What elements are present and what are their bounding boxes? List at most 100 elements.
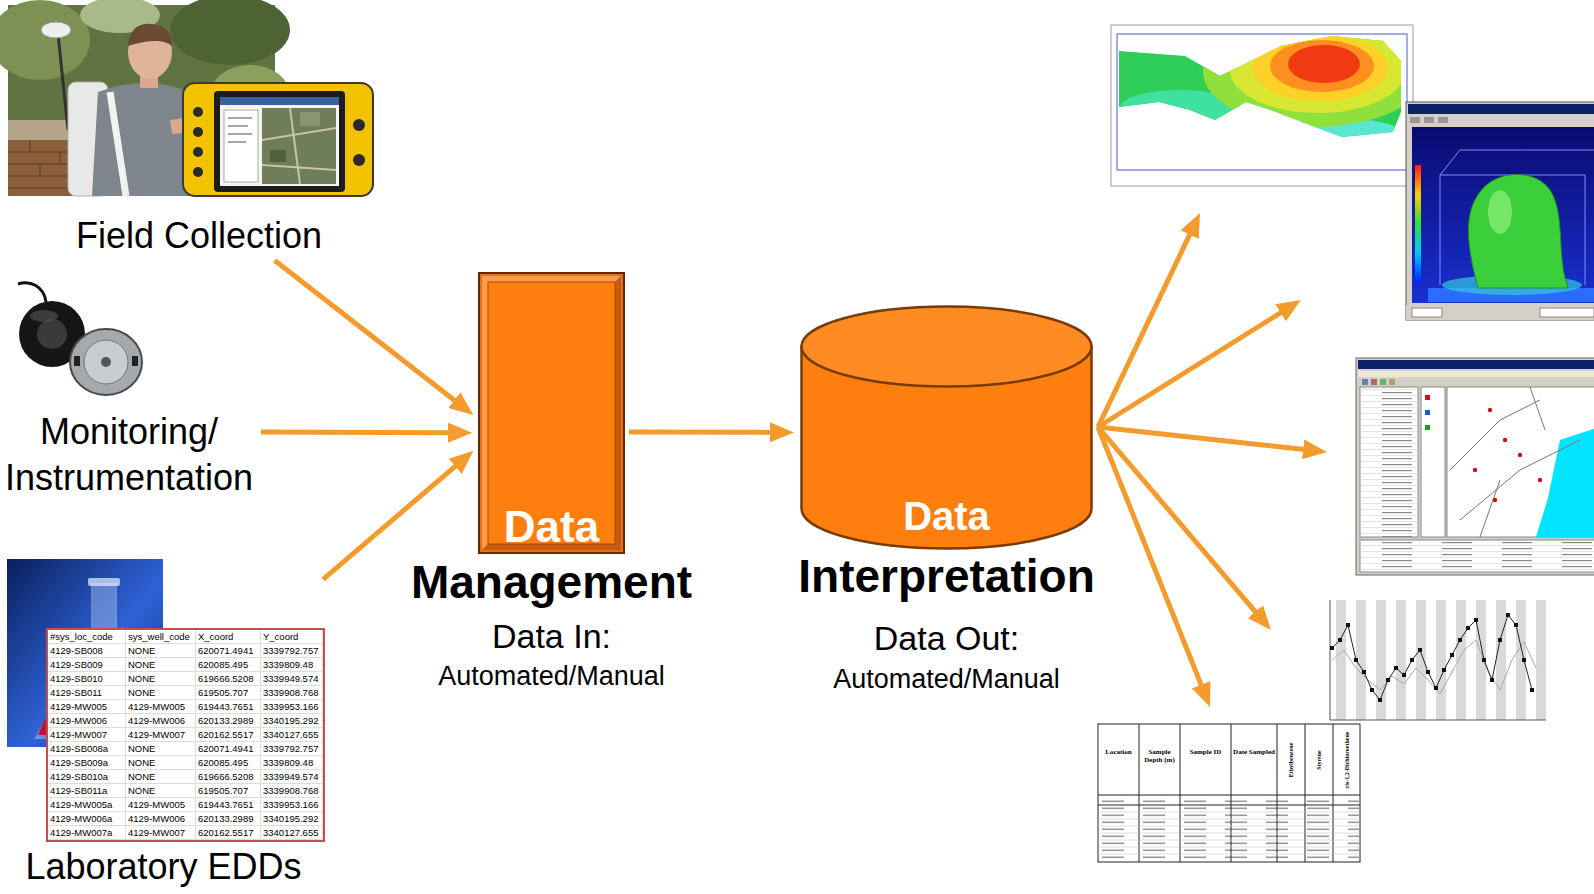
header-text: Styrene [1316, 750, 1323, 770]
cell-text: NONE [126, 756, 195, 770]
gis-software-window [1389, 379, 1395, 385]
gis-software-window [1425, 425, 1430, 430]
text-holder: Laboratory EDDs [25, 846, 301, 887]
gis-software-window [1371, 379, 1377, 385]
time-series-chart [1396, 600, 1406, 720]
table-cell: NONE [126, 644, 196, 658]
table-cell: 3339953.166 [261, 700, 323, 714]
cell-text: 3339908.768 [261, 686, 322, 700]
contour-map [1230, 27, 1406, 113]
table-cell: 620085.495 [196, 756, 261, 770]
cell-text: 619666.5208 [196, 672, 260, 686]
table-cell: NONE [126, 686, 196, 700]
gis-software-window [1503, 438, 1507, 442]
time-series-chart [1436, 600, 1446, 720]
process-box: DataManagementData In:Automated/Manual [478, 272, 625, 554]
header-text: cis-1,2-Dichloroethene [1343, 731, 1350, 788]
table-header: Location [1098, 748, 1139, 756]
plume-3d-window [1410, 117, 1420, 123]
table-cell: 4129-SB010 [48, 672, 126, 686]
cell-text: 4129-MW007a [48, 826, 125, 840]
cell-text: X_coord [196, 630, 260, 644]
cell-text: 4129-MW007 [126, 826, 195, 840]
contour-map [1203, 17, 1427, 127]
plume-3d-window [1438, 117, 1448, 123]
contour-map [1270, 40, 1374, 92]
header-text: Date Sampled [1231, 748, 1277, 756]
field-photo [0, 0, 90, 80]
table-cell: 4129-MW006 [126, 714, 196, 728]
cell-text: 620071.4941 [196, 644, 260, 658]
field-tablet [300, 112, 320, 126]
plume-3d-window [1406, 102, 1594, 320]
time-series-chart [1332, 640, 1536, 694]
gis-software-window [1425, 410, 1430, 415]
cell-text: 3339908.768 [261, 784, 322, 798]
table-cell: 4129-SB008a [48, 742, 126, 756]
gis-software-window [1356, 358, 1594, 575]
monitoring-instrument [70, 329, 142, 395]
time-series-chart [1312, 595, 1546, 732]
cell-text: 619443.7651 [196, 798, 260, 812]
contour-map [1288, 45, 1360, 83]
source-caption: Monitoring/ Instrumentation [1, 409, 257, 501]
cell-text: 620133.2989 [196, 812, 260, 826]
field-tablet [183, 83, 373, 196]
cell-text: 4129-MW006 [48, 714, 125, 728]
table-cell: NONE [126, 658, 196, 672]
results-table [1098, 795, 1360, 862]
monitoring-instrument [37, 319, 67, 349]
time-series-chart [1336, 600, 1346, 720]
cell-text: 4129-SB008 [48, 644, 125, 658]
cell-text: 4129-SB009 [48, 658, 125, 672]
node-text: Automated/Manual [833, 664, 1060, 695]
cell-text: NONE [126, 784, 195, 798]
flow-arrow [261, 430, 452, 436]
gis-software-window [1360, 540, 1594, 572]
node-caption: Field Collection [76, 214, 322, 258]
table-cell: 620071.4941 [196, 742, 261, 756]
table-cell: 3340127.655 [261, 826, 323, 840]
cell-text: NONE [126, 742, 195, 756]
time-series-chart [1330, 720, 1546, 721]
table-cell: 4129-MW007 [126, 728, 196, 742]
flow-arrow [275, 260, 458, 402]
table-cell: NONE [126, 756, 196, 770]
cell-text: 4129-SB011a [48, 784, 125, 798]
table-cell: 3339792.757 [261, 644, 323, 658]
table-header: Ethylbenzene [1288, 742, 1295, 777]
table-cell: 620133.2989 [196, 812, 261, 826]
monitoring-instrument [132, 356, 138, 366]
gis-software-window [1356, 358, 1594, 575]
cell-text: Y_coord [261, 630, 322, 644]
monitoring-instrument [19, 301, 85, 367]
gis-software-window [1360, 540, 1594, 572]
cell-text: 620071.4941 [196, 742, 260, 756]
cell-text: NONE [126, 770, 195, 784]
contour-map [1111, 17, 1427, 186]
cell-text: 620085.495 [196, 658, 260, 672]
node-text: Data In: [492, 617, 611, 656]
time-series-chart [1456, 600, 1466, 720]
table-cell: sys_well_code [126, 630, 196, 644]
field-photo [128, 24, 172, 46]
table-cell: 4129-SB010a [48, 770, 126, 784]
cell-text: 3339792.757 [261, 644, 322, 658]
text-holder: Automated/Manual [833, 664, 1060, 695]
cell-text: NONE [126, 672, 195, 686]
cell-text: 4129-MW005 [126, 700, 195, 714]
cell-text: 4129-SB011 [48, 686, 125, 700]
cell-text: 3339953.166 [261, 798, 322, 812]
flow-arrow [629, 430, 774, 435]
table-cell: 3339949.574 [261, 770, 323, 784]
gis-software-window [1536, 428, 1594, 537]
cell-text: 620133.2989 [196, 714, 260, 728]
monitoring-instrument [18, 283, 142, 395]
field-tablet [262, 108, 336, 184]
monitoring-instrument [30, 310, 58, 322]
field-tablet [228, 118, 252, 142]
cell-text: 3340127.655 [261, 826, 322, 840]
time-series-chart [1332, 615, 1532, 700]
table-cell: 4129-MW006a [48, 812, 126, 826]
cell-text: 3339953.166 [261, 700, 322, 714]
